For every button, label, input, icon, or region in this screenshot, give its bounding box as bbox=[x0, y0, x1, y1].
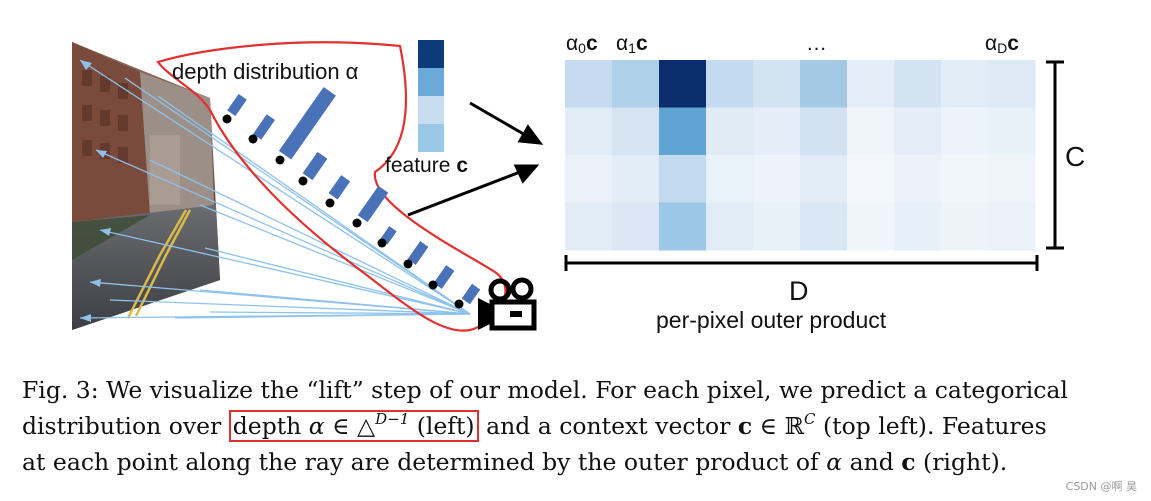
alphaD-c-label: αDc bbox=[985, 32, 1019, 56]
matrix-cell bbox=[753, 202, 801, 251]
ray-sample-points bbox=[222, 114, 464, 309]
matrix-cell bbox=[612, 202, 660, 251]
dimension-c-label: C bbox=[1065, 141, 1085, 172]
matrix-cell bbox=[800, 155, 848, 203]
ray-arrowheads bbox=[80, 60, 111, 322]
depth-distribution-label: depth distribution α bbox=[172, 59, 359, 84]
matrix-cell bbox=[565, 60, 613, 108]
matrix-cell bbox=[659, 202, 707, 251]
matrix-cell bbox=[706, 107, 754, 156]
feature-cell-2 bbox=[418, 96, 444, 124]
feature-cell-3 bbox=[418, 124, 444, 152]
feature-label-text: feature bbox=[385, 154, 450, 177]
matrix-cell bbox=[659, 107, 707, 156]
matrix-cell bbox=[894, 202, 942, 251]
matrix-cell bbox=[800, 107, 848, 156]
matrix-cell bbox=[988, 202, 1036, 251]
matrix-cell bbox=[612, 155, 660, 203]
depth-distribution-bars bbox=[227, 87, 481, 305]
matrix-cell bbox=[753, 60, 801, 108]
matrix-top-labels: α0c α1c … αDc bbox=[566, 32, 1019, 56]
matrix-cell bbox=[847, 60, 895, 108]
alpha1-c-label: α1c bbox=[616, 32, 648, 56]
feature-cell-1 bbox=[418, 68, 444, 96]
matrix-cell bbox=[894, 107, 942, 156]
feature-vector bbox=[418, 40, 444, 152]
matrix-cell bbox=[612, 107, 660, 156]
matrix-cell bbox=[706, 155, 754, 203]
matrix-cell bbox=[847, 202, 895, 251]
matrix-cell bbox=[659, 155, 707, 203]
dimension-d-label: D bbox=[789, 276, 809, 306]
matrix-cell bbox=[706, 202, 754, 251]
caption-line-2: distribution over depth α ∈ △D−1 (left) … bbox=[22, 410, 1047, 442]
ellipsis-label: … bbox=[806, 32, 827, 55]
matrix-cell bbox=[753, 107, 801, 156]
feature-label: feature c bbox=[385, 154, 468, 177]
matrix-cell bbox=[941, 107, 989, 156]
lift-step-figure: depth distribution α feature c α0c α1c … … bbox=[72, 32, 1085, 333]
matrix-cell bbox=[753, 155, 801, 203]
dimension-c-bracket bbox=[1046, 60, 1064, 250]
outer-product-matrix bbox=[565, 60, 1036, 251]
caption-prefix: Fig. 3: bbox=[22, 376, 99, 404]
matrix-cell bbox=[988, 155, 1036, 203]
outer-product-label: per-pixel outer product bbox=[656, 307, 887, 333]
matrix-cell bbox=[941, 202, 989, 251]
watermark: CSDN @啊 昊 bbox=[1065, 480, 1137, 493]
matrix-cell bbox=[800, 202, 848, 251]
matrix-cell bbox=[612, 60, 660, 108]
camera-rays bbox=[79, 59, 471, 319]
dimension-d-bracket bbox=[564, 255, 1039, 271]
figure-caption: Fig. 3: We visualize the “lift” step of … bbox=[22, 372, 1137, 480]
feature-c-symbol: c bbox=[456, 154, 468, 177]
matrix-cell bbox=[706, 60, 754, 108]
matrix-cell bbox=[565, 155, 613, 203]
matrix-cell bbox=[941, 155, 989, 203]
caption-line-3: at each point along the ray are determin… bbox=[22, 448, 1008, 476]
alpha0-c-label: α0c bbox=[566, 32, 598, 56]
matrix-cell bbox=[565, 202, 613, 251]
camera-icon bbox=[478, 277, 537, 331]
matrix-cell bbox=[847, 155, 895, 203]
matrix-cell bbox=[988, 107, 1036, 156]
matrix-cell bbox=[894, 60, 942, 108]
matrix-cell bbox=[894, 155, 942, 203]
matrix-cell bbox=[847, 107, 895, 156]
feature-cell-0 bbox=[418, 40, 444, 68]
arrows-to-matrix bbox=[407, 101, 544, 217]
matrix-cell bbox=[941, 60, 989, 108]
caption-line-1: Fig. 3: We visualize the “lift” step of … bbox=[22, 376, 1068, 404]
highlighted-depth-term: depth α ∈ △D−1 (left) bbox=[228, 410, 479, 442]
matrix-cell bbox=[988, 60, 1036, 108]
matrix-cell bbox=[565, 107, 613, 156]
matrix-cell bbox=[659, 60, 707, 108]
matrix-cell bbox=[800, 60, 848, 108]
